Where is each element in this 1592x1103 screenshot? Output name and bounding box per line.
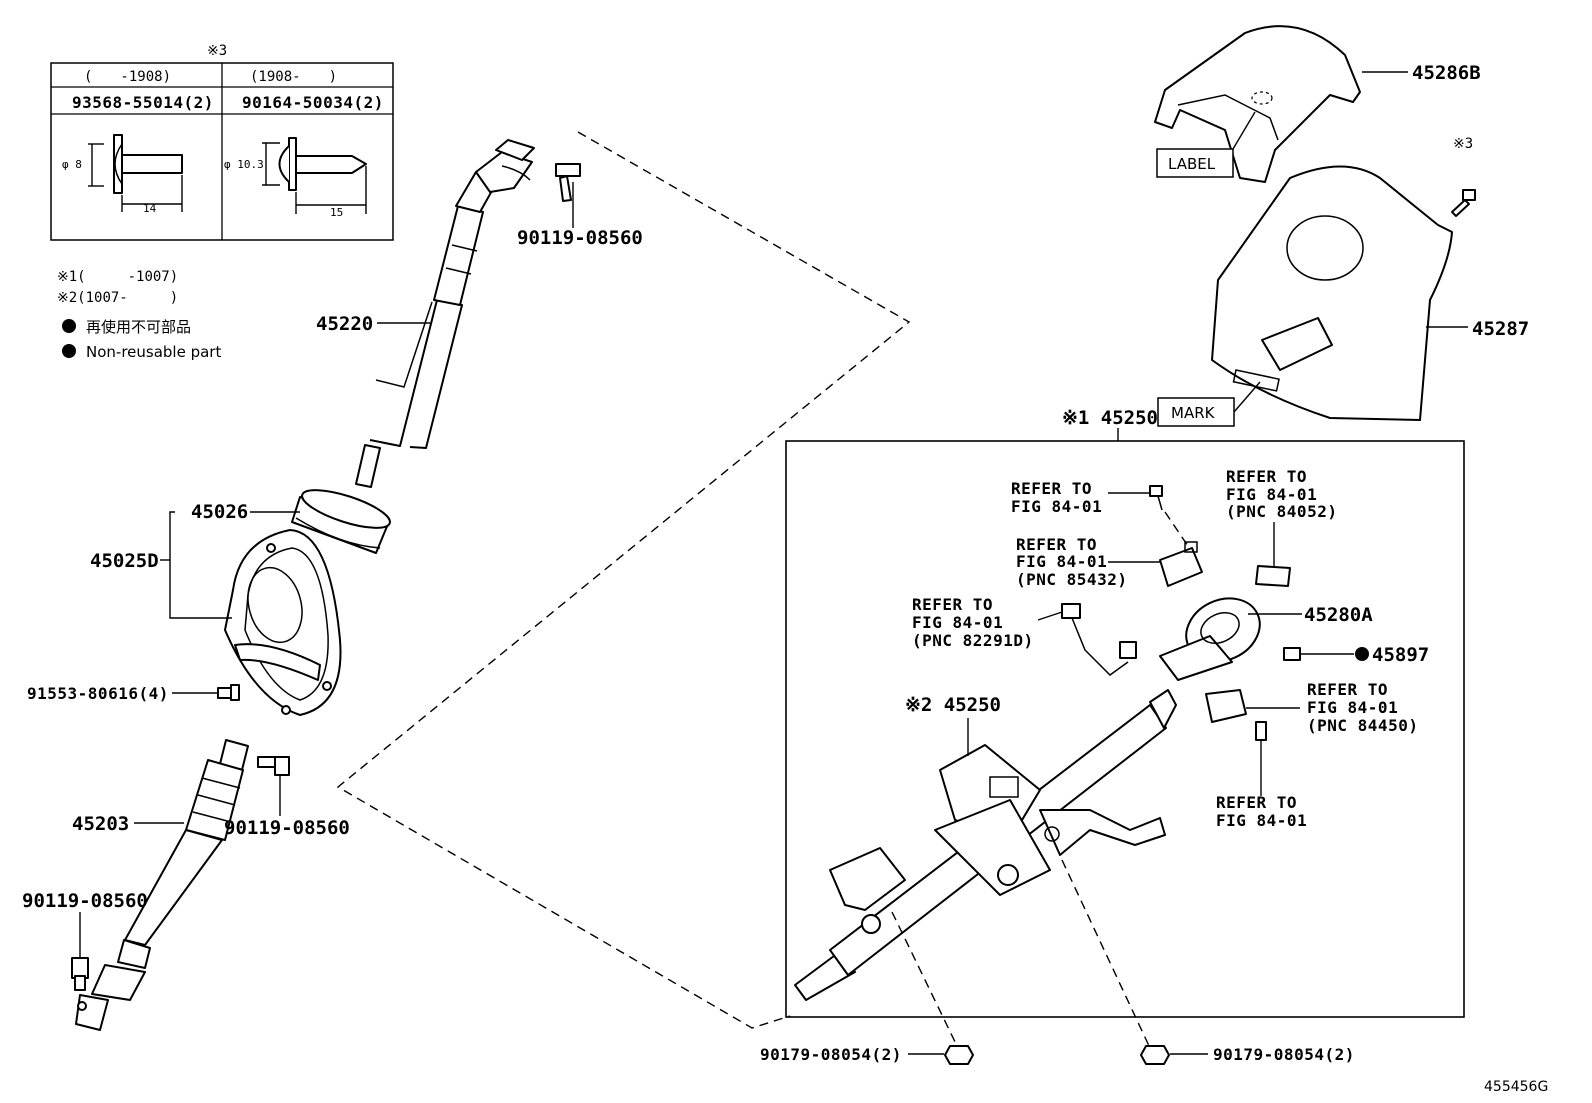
nonreusable-dot-icon xyxy=(1355,647,1369,661)
refer5-line3: (PNC 84450) xyxy=(1307,716,1418,735)
refer3-line3: (PNC 84052) xyxy=(1226,502,1337,521)
refer-label-3: REFER TO FIG 84-01 (PNC 84052) xyxy=(1226,467,1337,521)
label-box xyxy=(1156,148,1234,178)
screw-refer6 xyxy=(1255,721,1267,741)
refer2-line3: (PNC 85432) xyxy=(1016,570,1127,589)
callout-45025D: 45025D xyxy=(90,550,159,572)
refer2-line2: FIG 84-01 xyxy=(1016,552,1107,571)
refer-label-1: REFER TO FIG 84-01 xyxy=(1011,479,1102,516)
refer5-line2: FIG 84-01 xyxy=(1307,698,1398,717)
callout-45250-top: ※1 45250 xyxy=(1062,407,1158,429)
refer-label-5: REFER TO FIG 84-01 (PNC 84450) xyxy=(1307,680,1418,735)
bolt-93568-drawing: φ 8 14 xyxy=(62,134,183,215)
callout-90119-mid: 90119-08560 xyxy=(224,817,350,839)
nonreusable-label-en: Non-reusable part xyxy=(86,343,221,361)
bolt-legend-table: ※3 ( -1908) (1908- ) 93568-55014(2) 9016… xyxy=(50,43,394,241)
pin-45897 xyxy=(1283,647,1301,661)
lower-shaft-45203 xyxy=(75,739,249,1031)
refer6-line2: FIG 84-01 xyxy=(1216,811,1307,830)
note-star2: ※2(1007- ) xyxy=(57,290,178,306)
bolt1-diameter: φ 8 xyxy=(62,158,82,171)
refer5-line1: REFER TO xyxy=(1307,680,1388,699)
callout-45287: 45287 xyxy=(1472,318,1529,340)
label-box-text: LABEL xyxy=(1168,155,1216,173)
callout-45220: 45220 xyxy=(316,313,373,335)
catalog-id: 455456G xyxy=(1484,1079,1548,1095)
callout-star3-right: ※3 xyxy=(1453,136,1473,152)
refer-label-6: REFER TO FIG 84-01 xyxy=(1216,793,1307,830)
refer1-line2: FIG 84-01 xyxy=(1011,497,1102,516)
mark-box xyxy=(1157,397,1235,427)
callout-45897: 45897 xyxy=(1372,644,1429,666)
refer4-line2: FIG 84-01 xyxy=(912,613,1003,632)
refer6-line1: REFER TO xyxy=(1216,793,1297,812)
refer4-line3: (PNC 82291D) xyxy=(912,631,1034,650)
bolt2-diameter: φ 10.3 xyxy=(224,158,264,171)
bolt-90164-drawing: φ 10.3 15 xyxy=(224,137,367,219)
callout-45286B: 45286B xyxy=(1412,62,1481,84)
intermediate-shaft-45220 xyxy=(355,139,535,488)
bolt-90119-top xyxy=(555,163,581,202)
bolt-91553 xyxy=(217,684,240,701)
sensor-84052 xyxy=(1255,565,1291,587)
bolt-90119-mid xyxy=(257,756,290,776)
legend-col1-range: ( -1908) xyxy=(84,69,171,85)
nonreusable-dot-icon xyxy=(62,344,76,358)
sensor-84450 xyxy=(1205,689,1247,723)
bolt-90119-bot xyxy=(71,957,89,991)
refer-label-4: REFER TO FIG 84-01 (PNC 82291D) xyxy=(912,595,1034,650)
refer2-line1: REFER TO xyxy=(1016,535,1097,554)
callout-90119-bot: 90119-08560 xyxy=(22,890,148,912)
callout-45250-mid: ※2 45250 xyxy=(905,694,1001,716)
callout-45026: 45026 xyxy=(191,501,248,523)
nonreusable-label-jp: 再使用不可部品 xyxy=(86,318,191,336)
refer4-line1: REFER TO xyxy=(912,595,993,614)
legend-col2-range: (1908- ) xyxy=(250,69,337,85)
refer3-line1: REFER TO xyxy=(1226,467,1307,486)
refer3-line2: FIG 84-01 xyxy=(1226,485,1317,504)
bolt1-length: 14 xyxy=(143,202,157,215)
refer1-line1: REFER TO xyxy=(1011,479,1092,498)
callout-45203: 45203 xyxy=(72,813,129,835)
harness-82291D xyxy=(1061,603,1137,676)
nut-90179-right xyxy=(1140,1045,1170,1065)
note-star1: ※1( -1007) xyxy=(57,269,178,285)
legend-col2-part: 90164-50034(2) xyxy=(242,93,384,112)
callout-90179-left: 90179-08054(2) xyxy=(760,1045,902,1064)
callout-45280A: 45280A xyxy=(1304,604,1373,626)
screw-star3 xyxy=(1451,189,1476,217)
nut-90179-left xyxy=(944,1045,974,1065)
lock-cylinder-45280A xyxy=(1159,597,1261,681)
upper-cover-45286B xyxy=(1154,25,1361,183)
bearing-45026 xyxy=(291,489,391,554)
bolt2-length: 15 xyxy=(330,206,343,219)
notes-block: ※1( -1007) ※2(1007- ) 再使用不可部品 Non-reusab… xyxy=(57,269,221,361)
lower-cover-45287 xyxy=(1211,165,1453,421)
legend-col1-part: 93568-55014(2) xyxy=(72,93,214,112)
screw-refer1 xyxy=(1149,485,1163,511)
refer-label-2: REFER TO FIG 84-01 (PNC 85432) xyxy=(1016,535,1127,589)
steering-column-45250 xyxy=(794,689,1177,1001)
switch-85432 xyxy=(1159,541,1203,587)
callout-90119-top: 90119-08560 xyxy=(517,227,643,249)
callout-90179-right: 90179-08054(2) xyxy=(1213,1045,1355,1064)
dust-seal-45025D xyxy=(224,529,342,716)
nonreusable-dot-icon xyxy=(62,319,76,333)
callout-91553: 91553-80616(4) xyxy=(27,684,169,703)
mark-box-text: MARK xyxy=(1171,404,1216,422)
column-assy-box xyxy=(785,440,1465,1018)
assembly-outline xyxy=(336,131,911,1029)
legend-table-header: ※3 xyxy=(207,43,227,59)
